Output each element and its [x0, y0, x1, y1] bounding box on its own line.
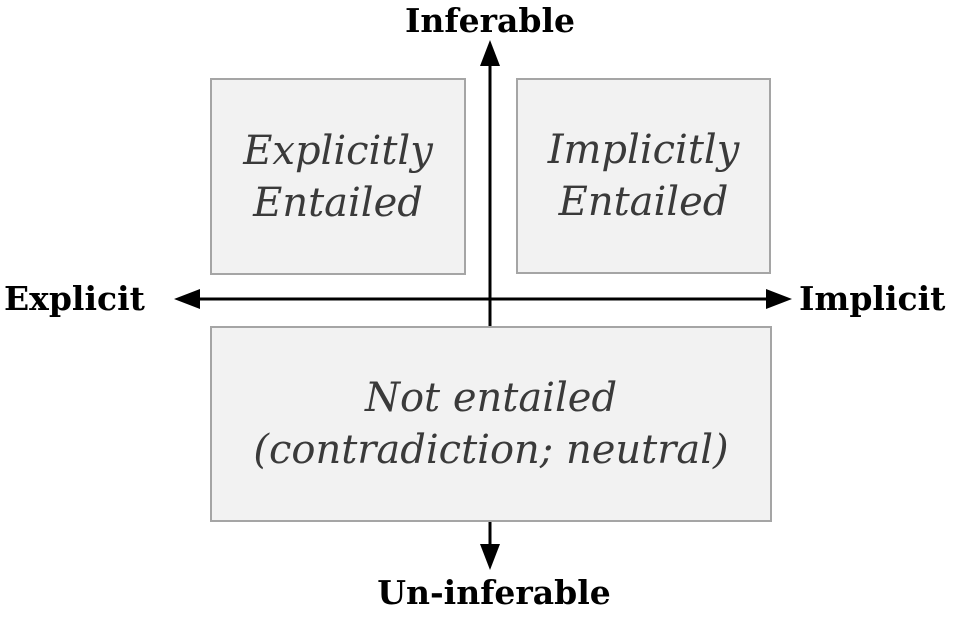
box-text-line1: Explicitly: [243, 127, 433, 174]
quadrant-box-implicitly-entailed: Implicitly Entailed: [516, 78, 771, 274]
axis-label-un-inferable: Un-inferable: [377, 573, 611, 612]
box-text-line2: (contradiction; neutral): [253, 427, 729, 473]
axis-label-inferable: Inferable: [405, 1, 575, 40]
box-text-line2: Entailed: [253, 179, 423, 226]
quadrant-box-not-entailed: Not entailed (contradiction; neutral): [210, 326, 772, 522]
right-arrowhead-icon: [766, 289, 792, 309]
quadrant-box-explicitly-entailed: Explicitly Entailed: [210, 78, 466, 275]
axis-label-explicit: Explicit: [4, 279, 145, 318]
box-text-line1: Not entailed: [364, 375, 618, 421]
box-text-line1: Implicitly: [547, 127, 740, 173]
box-text-line2: Entailed: [558, 179, 729, 225]
down-arrowhead-icon: [480, 544, 500, 570]
up-arrowhead-icon: [480, 40, 500, 66]
axis-label-implicit: Implicit: [799, 279, 946, 318]
left-arrowhead-icon: [174, 289, 200, 309]
